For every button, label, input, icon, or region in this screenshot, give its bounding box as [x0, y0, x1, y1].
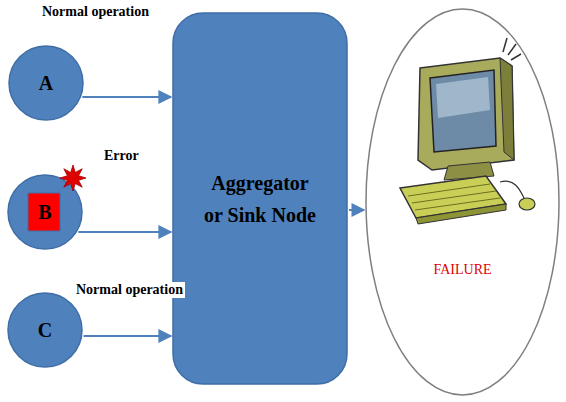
aggregator-box: Aggregator or Sink Node	[172, 12, 348, 385]
edge-label: Normal operation	[74, 282, 185, 298]
arrow-connector	[84, 335, 171, 337]
failure-ellipse: FAILURE	[365, 8, 560, 396]
error-burst	[60, 165, 86, 191]
circle-node: A	[8, 45, 84, 121]
rect-outline	[172, 12, 348, 385]
arrow-connector	[349, 209, 364, 211]
node-label: C	[38, 318, 52, 342]
node-label: Aggregator or Sink Node	[200, 167, 320, 231]
edge-label: Error	[102, 148, 141, 164]
ellipse-outline	[365, 8, 560, 396]
arrow-connector	[78, 231, 171, 233]
status-text: FAILURE	[433, 262, 491, 279]
node-label: B	[38, 200, 51, 224]
edge-label: Normal operation	[40, 4, 151, 20]
node-label: A	[39, 71, 53, 95]
circle-node: B	[7, 174, 83, 250]
error-square	[28, 193, 60, 231]
arrow-connector	[82, 96, 171, 98]
circle-node: C	[7, 292, 83, 368]
